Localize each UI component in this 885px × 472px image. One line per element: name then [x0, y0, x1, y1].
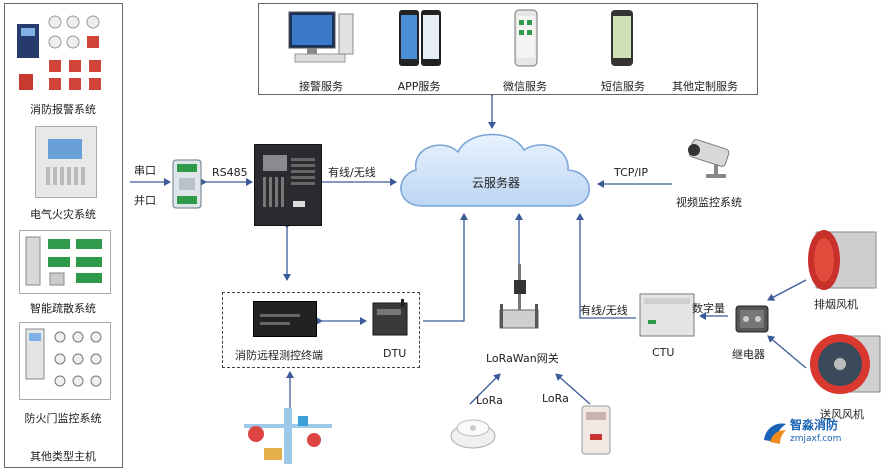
dtu-cloud-arrow [423, 213, 468, 322]
brand-url: zmjaxf.com [790, 434, 842, 444]
relay-label: 继电器 [732, 348, 765, 361]
host-systems-panel: 消防报警系统 电气火灾系统 智能疏散系统 防火门监控系统 [4, 3, 123, 468]
lorawan-gateway-image [494, 264, 544, 348]
host-systems-footer: 其他类型主机 [30, 450, 96, 463]
system-label-fire-door: 防火门监控系统 [24, 412, 102, 425]
panel-cloud-link-label: 有线/无线 [328, 166, 376, 179]
smoke-detector-arrow [469, 373, 501, 405]
parallel-port-label: 并口 [134, 194, 156, 207]
brand-logo-icon [764, 423, 786, 444]
lora-label-right: LoRa [542, 392, 569, 405]
gas-detector-image [580, 404, 612, 456]
remote-terminal-group: 消防远程测控终端 DTU [222, 292, 420, 368]
services-panel: 接警服务 APP服务 微信服务 短信服务 其他定制服务 [258, 3, 758, 95]
service-label-wechat: 微信服务 [503, 80, 547, 93]
smokefan-relay-arrow [767, 279, 807, 301]
brand-name: 智淼消防 [790, 418, 839, 432]
video-system-label: 视频监控系统 [676, 196, 742, 209]
service-label-sms: 短信服务 [601, 80, 645, 93]
ctu-label: CTU [652, 346, 675, 359]
tcpip-label: TCP/IP [614, 166, 648, 179]
wechat-service-phone-image [513, 8, 539, 70]
sms-service-phone-image [609, 8, 635, 70]
system-label-electrical-fire: 电气火灾系统 [30, 208, 96, 221]
ctu-cloud-arrow [576, 213, 636, 319]
serial-port-label: 串口 [134, 164, 156, 177]
remote-terminal-device-image [253, 301, 317, 337]
system-label-evacuation: 智能疏散系统 [30, 302, 96, 315]
ctu-device-image [638, 290, 696, 340]
evacuation-system-image [19, 230, 111, 294]
dtu-device-image [371, 297, 411, 339]
fire-door-system-image [19, 322, 111, 400]
surveillance-camera-icon [680, 136, 736, 180]
lora-label-left: LoRa [476, 394, 503, 407]
ctu-cloud-link-label: 有线/无线 [580, 304, 628, 317]
supplyfan-relay-arrow [767, 335, 807, 369]
system-label-fire-alarm: 消防报警系统 [30, 103, 96, 116]
gateway-label: LoRaWan网关 [486, 352, 559, 365]
cloud-label: 云服务器 [471, 176, 521, 190]
cloud-server: 云服务器 [392, 126, 600, 216]
smoke-fan-label: 排烟风机 [814, 298, 858, 311]
app-service-phone-image [395, 8, 445, 70]
gas-detector-arrow [555, 373, 591, 405]
supply-air-fan-image [806, 326, 882, 402]
service-label-app: APP服务 [397, 80, 441, 93]
cloud-icon [400, 133, 590, 207]
alarm-service-computer-image [287, 10, 357, 72]
smoke-detector-image [448, 406, 498, 454]
smoke-exhaust-fan-image [806, 224, 878, 294]
electrical-fire-panel-image [35, 126, 97, 198]
fire-alarm-devices-image [13, 12, 113, 94]
relay-device-image [732, 300, 772, 338]
rs485-label: RS485 [212, 166, 248, 179]
dtu-label: DTU [383, 347, 407, 360]
supply-fan-label: 送风风机 [820, 408, 864, 421]
brand-watermark: 智淼消防 zmjaxf.com [758, 412, 856, 468]
service-label-alarm: 接警服务 [299, 80, 343, 93]
water-pump-equipment-image [240, 404, 336, 466]
remote-terminal-label: 消防远程测控终端 [235, 349, 323, 362]
fire-control-panel-image [254, 144, 322, 226]
protocol-converter-image [170, 156, 204, 212]
digital-signal-label: 数字量 [692, 302, 725, 315]
service-label-custom: 其他定制服务 [672, 80, 738, 93]
